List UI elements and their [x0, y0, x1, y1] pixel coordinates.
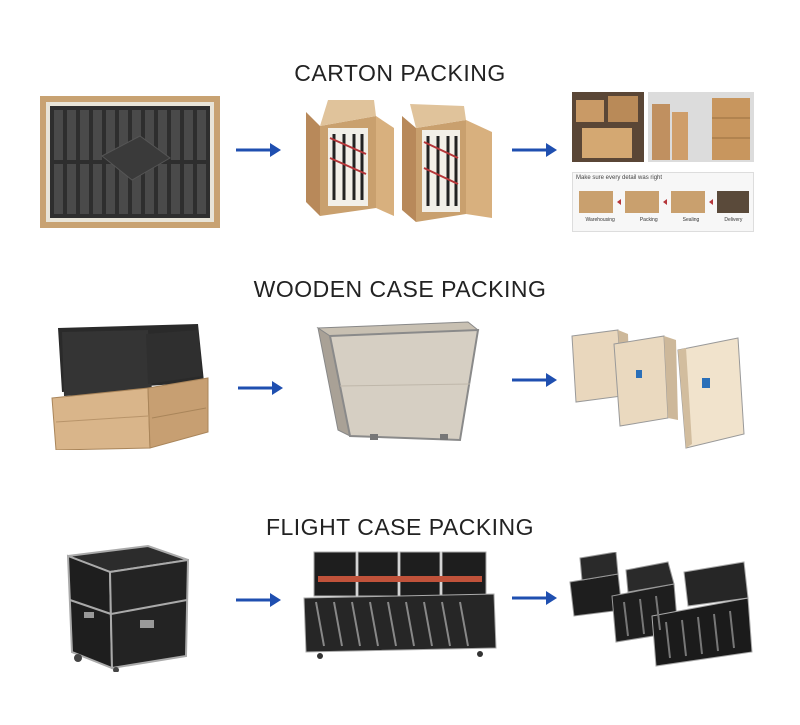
flight-case-packing-title: FLIGHT CASE PACKING — [265, 514, 535, 540]
right-arrow-icon — [236, 593, 281, 607]
open-flight-case-photo — [303, 551, 497, 659]
wooden-case-packing-title: WOODEN CASE PACKING — [253, 276, 547, 302]
open-flight-cases-row-photo — [569, 552, 753, 667]
process-card: Make sure every detail was right Warehou… — [572, 172, 754, 232]
wooden-crates-photo — [51, 324, 209, 450]
warehouse-photos — [572, 92, 754, 162]
process-step-label: Sealing — [682, 217, 700, 223]
standing-wooden-cases-photo — [571, 329, 745, 449]
process-step-label: Packing — [639, 217, 658, 223]
right-arrow-icon — [236, 143, 281, 157]
right-arrow-icon — [512, 591, 557, 605]
process-caption: Make sure every detail was right — [576, 175, 663, 181]
right-arrow-icon — [238, 381, 283, 395]
process-step-boxes — [579, 191, 749, 213]
process-step-label: Warehousing — [585, 217, 615, 223]
right-arrow-icon — [512, 143, 557, 157]
right-arrow-icon — [512, 373, 557, 387]
carton-packing-title: CARTON PACKING — [294, 60, 506, 86]
flight-case-photo — [66, 544, 190, 672]
process-step-label: Delivery — [724, 217, 743, 223]
carton-modules-photo — [40, 96, 220, 228]
large-wooden-case-photo — [316, 321, 480, 442]
open-cartons-photo — [306, 100, 492, 222]
